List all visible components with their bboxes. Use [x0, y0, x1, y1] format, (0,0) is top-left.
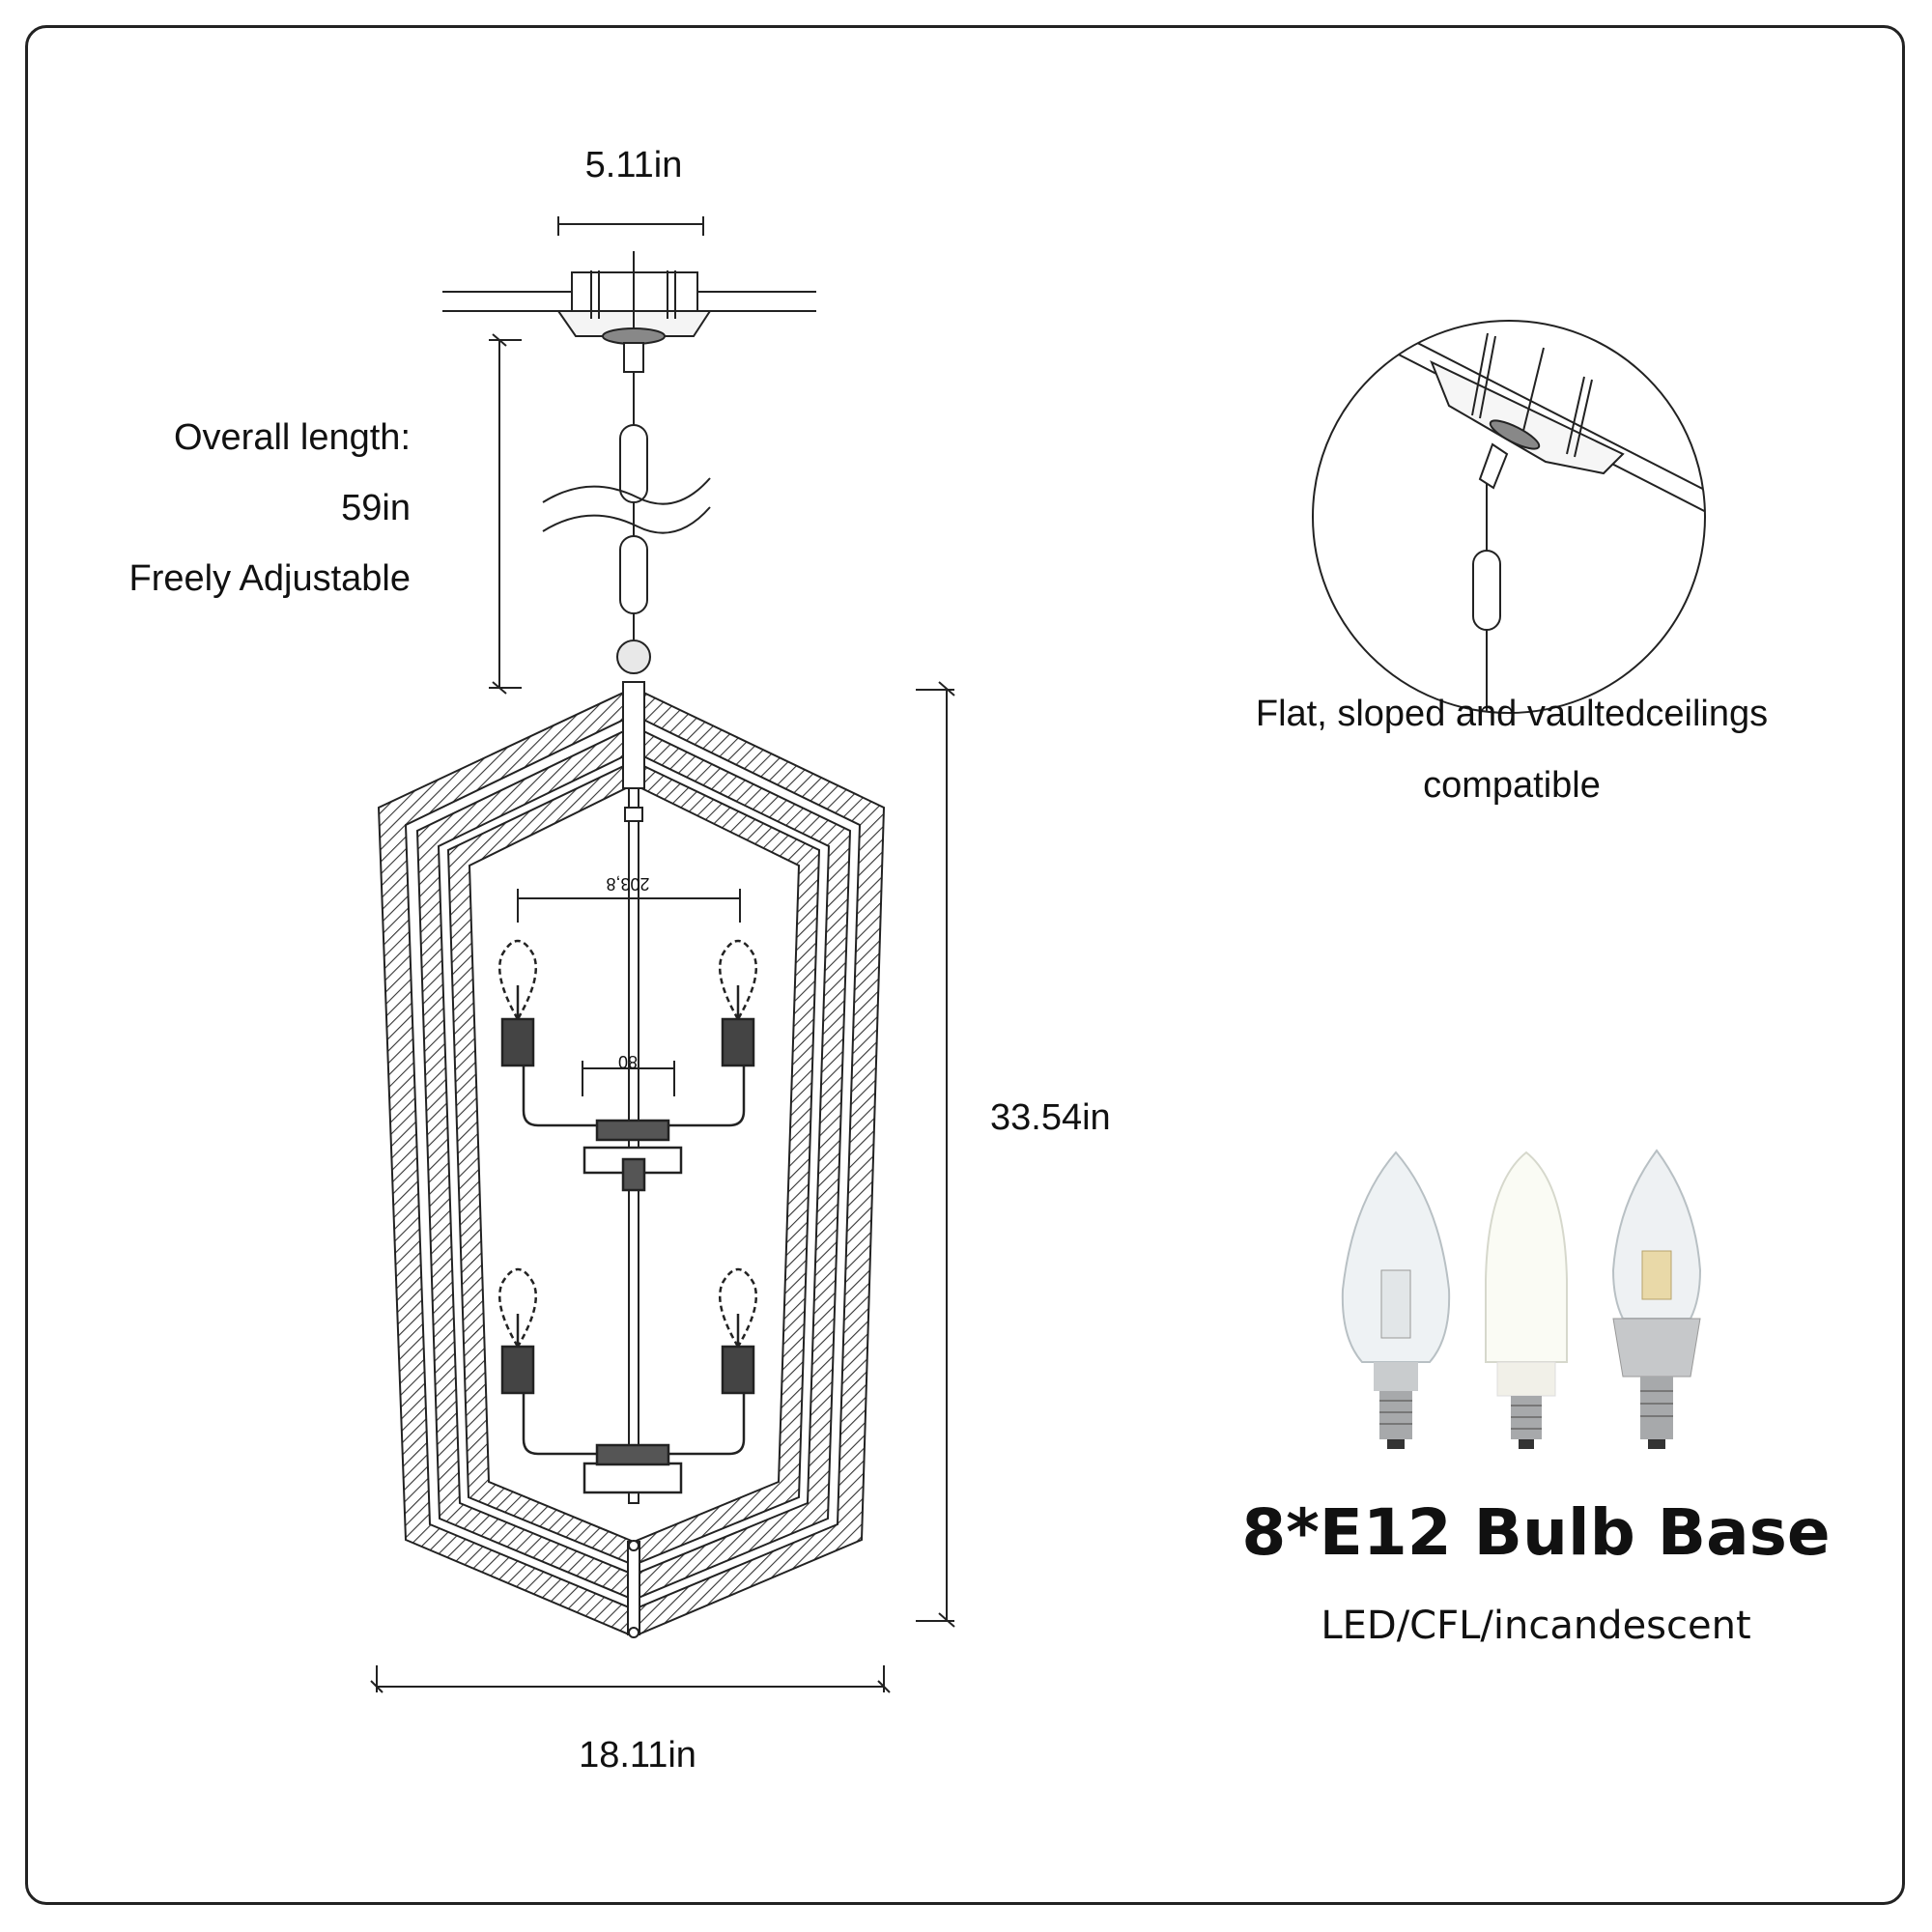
bulb-types-subtitle: LED/CFL/incandescent — [1321, 1604, 1751, 1648]
bulb-types — [1341, 1149, 1702, 1449]
halogen-candle-bulb-icon — [1341, 1151, 1451, 1449]
center-rod — [622, 681, 645, 1638]
height-dimension — [916, 681, 955, 1628]
canopy-width-label: 5.11in — [584, 145, 683, 185]
sloped-ceiling-detail — [1312, 320, 1706, 714]
cfl-candle-bulb-icon — [1485, 1151, 1568, 1449]
adjustable-note: Freely Adjustable — [128, 558, 412, 599]
center-span-label: 80 — [617, 1052, 639, 1071]
width-dimension — [370, 1665, 891, 1693]
inner-span-label: 203,8 — [606, 874, 650, 894]
overall-length-value: 59in — [341, 488, 411, 528]
chain — [542, 372, 711, 674]
lower-candle-arm — [498, 1267, 757, 1494]
inner-span-dimension — [517, 889, 741, 923]
ceiling-note-line2: compatible — [1423, 765, 1601, 806]
overall-length-dimension — [489, 333, 522, 695]
ceiling-canopy — [442, 251, 816, 373]
width-label: 18.11in — [579, 1735, 696, 1776]
center-span-dimension — [582, 1061, 675, 1096]
page-border — [25, 25, 1905, 1905]
bulb-base-title: 8*E12 Bulb Base — [1241, 1495, 1831, 1570]
lantern-frame — [377, 686, 886, 1638]
ceiling-note-line1: Flat, sloped and vaultedceilings — [1255, 694, 1769, 734]
canopy-width-dimension — [557, 216, 704, 236]
led-candle-bulb-icon — [1611, 1149, 1702, 1449]
upper-candle-arm — [498, 939, 757, 1192]
height-label: 33.54in — [990, 1097, 1111, 1138]
overall-length-label: Overall length: — [173, 417, 411, 458]
